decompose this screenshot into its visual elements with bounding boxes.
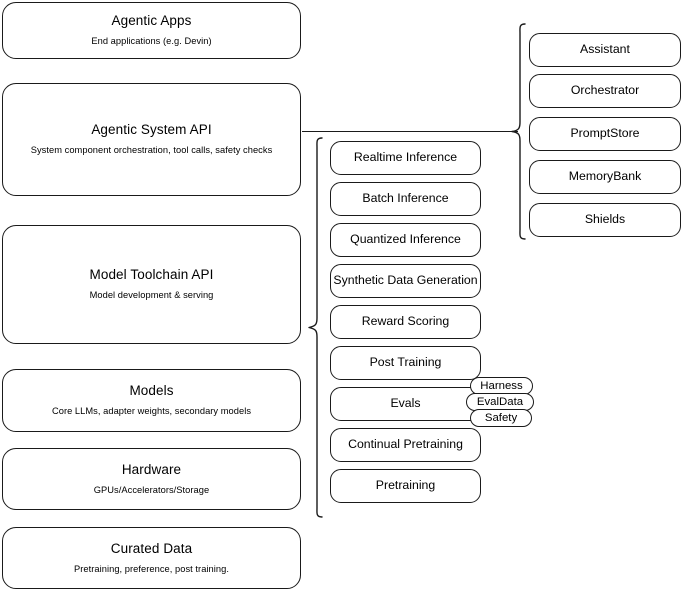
layer-title: Agentic Apps <box>111 13 192 29</box>
chip-pretraining[interactable]: Pretraining <box>330 469 481 503</box>
capsule-label: EvalData <box>476 396 524 408</box>
chip-label: Orchestrator <box>570 83 640 98</box>
chip-reward-scoring[interactable]: Reward Scoring <box>330 305 481 339</box>
chip-memorybank[interactable]: MemoryBank <box>529 160 681 194</box>
chip-promptstore[interactable]: PromptStore <box>529 117 681 151</box>
chip-label: Reward Scoring <box>361 314 450 329</box>
layer-subtitle: Core LLMs, adapter weights, secondary mo… <box>51 406 252 417</box>
chip-label: Quantized Inference <box>350 232 461 247</box>
layer-subtitle: System component orchestration, tool cal… <box>30 145 273 156</box>
layer-title: Curated Data <box>110 540 193 556</box>
chip-assistant[interactable]: Assistant <box>529 33 681 67</box>
layer-title: Model Toolchain API <box>89 267 214 283</box>
chip-label: Pretraining <box>375 478 436 493</box>
chip-label: MemoryBank <box>568 169 642 184</box>
connector-agentic-system-api-to-components <box>302 130 518 132</box>
layer-card-hardware[interactable]: Hardware GPUs/Accelerators/Storage <box>2 448 301 510</box>
chip-continual-pretraining[interactable]: Continual Pretraining <box>330 428 481 462</box>
chip-label: Post Training <box>369 355 442 370</box>
brace-agentic-system-components <box>511 23 526 240</box>
chip-label: PromptStore <box>570 126 640 141</box>
capsule-evaldata[interactable]: EvalData <box>466 393 534 411</box>
layer-title: Models <box>129 383 174 399</box>
layer-title: Agentic System API <box>91 122 212 138</box>
layer-card-curated-data[interactable]: Curated Data Pretraining, preference, po… <box>2 527 301 589</box>
layer-subtitle: GPUs/Accelerators/Storage <box>93 484 210 495</box>
chip-label: Continual Pretraining <box>348 437 463 452</box>
chip-post-training[interactable]: Post Training <box>330 346 481 380</box>
layer-subtitle: Model development & serving <box>89 290 214 301</box>
chip-batch-inference[interactable]: Batch Inference <box>330 182 481 216</box>
layer-card-model-toolchain-api[interactable]: Model Toolchain API Model development & … <box>2 225 301 344</box>
chip-label: Shields <box>584 212 626 227</box>
chip-realtime-inference[interactable]: Realtime Inference <box>330 141 481 175</box>
chip-label: Evals <box>390 396 421 411</box>
layer-subtitle: End applications (e.g. Devin) <box>91 36 212 47</box>
layer-title: Hardware <box>121 461 182 477</box>
chip-shields[interactable]: Shields <box>529 203 681 237</box>
capsule-label: Harness <box>480 380 523 392</box>
chip-quantized-inference[interactable]: Quantized Inference <box>330 223 481 257</box>
chip-label: Assistant <box>580 42 630 57</box>
layer-card-agentic-apps[interactable]: Agentic Apps End applications (e.g. Devi… <box>2 2 301 59</box>
chip-synthetic-data-generation[interactable]: Synthetic Data Generation <box>330 264 481 298</box>
chip-orchestrator[interactable]: Orchestrator <box>529 74 681 108</box>
brace-model-toolchain-components <box>308 137 323 518</box>
capsule-label: Safety <box>484 412 518 424</box>
chip-label: Batch Inference <box>362 191 449 206</box>
capsule-safety[interactable]: Safety <box>470 409 532 427</box>
chip-label: Realtime Inference <box>353 150 458 165</box>
chip-label: Synthetic Data Generation <box>333 273 478 288</box>
layer-subtitle: Pretraining, preference, post training. <box>74 563 229 574</box>
layer-card-models[interactable]: Models Core LLMs, adapter weights, secon… <box>2 369 301 432</box>
chip-evals[interactable]: Evals <box>330 387 481 421</box>
layer-card-agentic-system-api[interactable]: Agentic System API System component orch… <box>2 83 301 196</box>
